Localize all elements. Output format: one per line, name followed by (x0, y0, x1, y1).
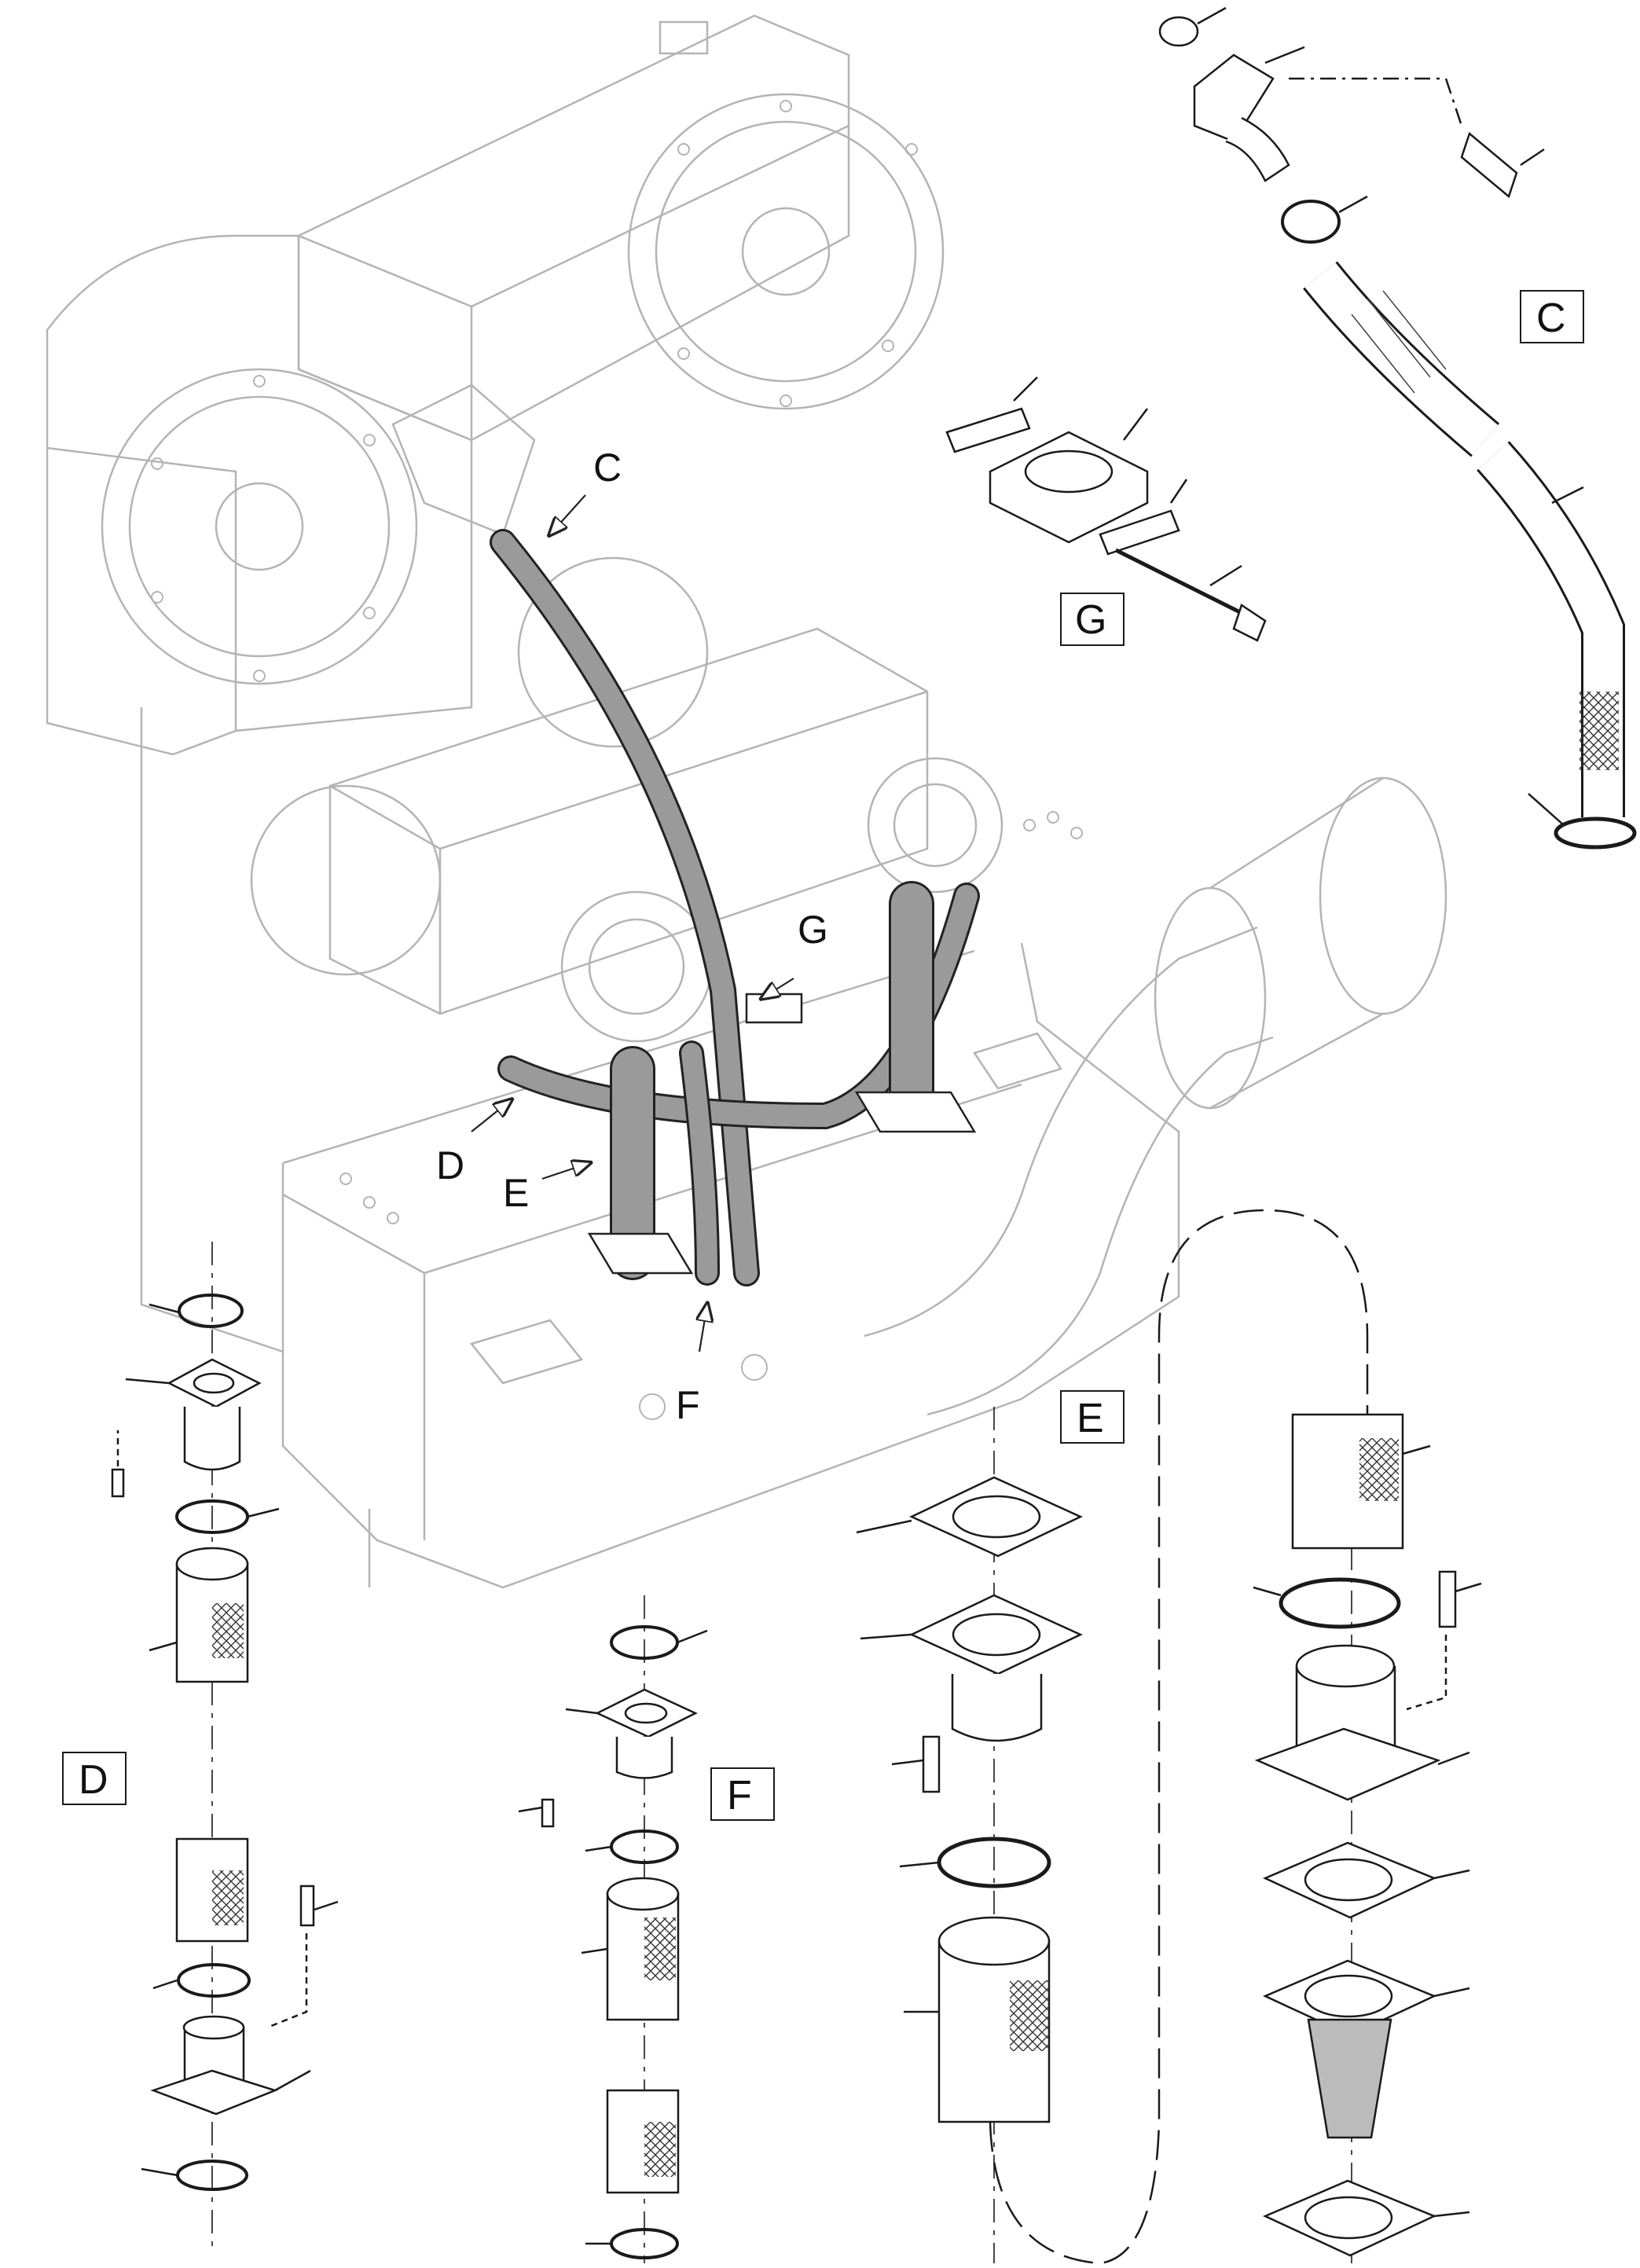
callout-c: C (593, 446, 622, 490)
housing-bolts (151, 100, 1083, 1420)
assembly-hoses (490, 529, 980, 1286)
callout-e: E (503, 1171, 529, 1215)
detail-e-stack (1253, 1413, 1482, 2263)
detail-e-label: E (1077, 1396, 1104, 1441)
gearbox-housing (46, 14, 1447, 1589)
callout-g: G (798, 908, 828, 952)
detail-e-extension-loop (989, 1209, 1369, 2265)
detail-e (856, 1407, 1083, 2263)
detail-c-label-box (1520, 290, 1584, 343)
callout-arrows (471, 494, 794, 1352)
detail-d-label-box (62, 1752, 127, 1805)
callout-d: D (436, 1143, 464, 1187)
assembly-flanges (587, 993, 977, 1275)
detail-f-label-box (710, 1767, 775, 1821)
detail-d-label: D (79, 1757, 108, 1803)
detail-d (111, 1242, 339, 2248)
detail-g-label-box (1060, 593, 1125, 646)
o-ring-icon (1158, 16, 1199, 47)
detail-g (945, 376, 1267, 642)
detail-f (518, 1595, 708, 2263)
detail-c (1158, 6, 1637, 850)
detail-f-label: F (727, 1773, 752, 1818)
detail-c-label: C (1536, 295, 1566, 341)
detail-e-label-box (1060, 1390, 1125, 1444)
callout-f: F (676, 1383, 700, 1427)
detail-g-label: G (1075, 597, 1106, 643)
